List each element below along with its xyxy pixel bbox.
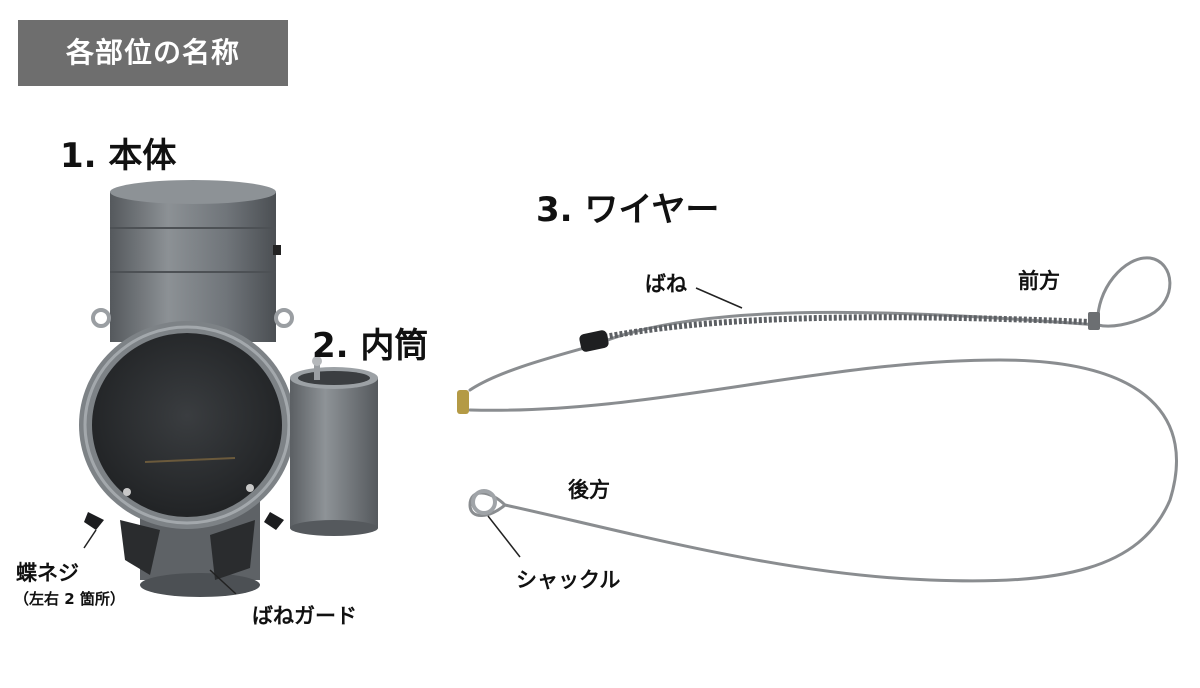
wire-ferrule bbox=[1088, 312, 1100, 330]
title-banner: 各部位の名称 bbox=[18, 20, 288, 86]
page-title: 各部位の名称 bbox=[65, 36, 240, 69]
label-wing-screw-note: （左右 2 箇所） bbox=[14, 590, 125, 608]
wire-assembly bbox=[468, 256, 1179, 583]
wire-sleeve bbox=[579, 330, 609, 352]
label-rear: 後方 bbox=[568, 478, 610, 502]
label-spring: ばね bbox=[645, 272, 687, 296]
label-wing-screw: 蝶ネジ bbox=[16, 561, 79, 585]
leader-lines bbox=[83, 287, 743, 595]
heading-wire: 3. ワイヤー bbox=[536, 190, 720, 230]
main-body bbox=[79, 180, 295, 597]
spring-coil bbox=[599, 314, 1091, 341]
inner-tube bbox=[290, 356, 378, 536]
label-front: 前方 bbox=[1018, 269, 1060, 293]
heading-body: 1. 本体 bbox=[60, 136, 177, 176]
label-shackle: シャックル bbox=[516, 568, 621, 592]
wire-clamp bbox=[457, 390, 469, 414]
heading-inner-tube: 2. 内筒 bbox=[312, 326, 429, 366]
label-spring-guard: ばねガード bbox=[252, 604, 357, 628]
shackle-icon bbox=[471, 489, 497, 515]
